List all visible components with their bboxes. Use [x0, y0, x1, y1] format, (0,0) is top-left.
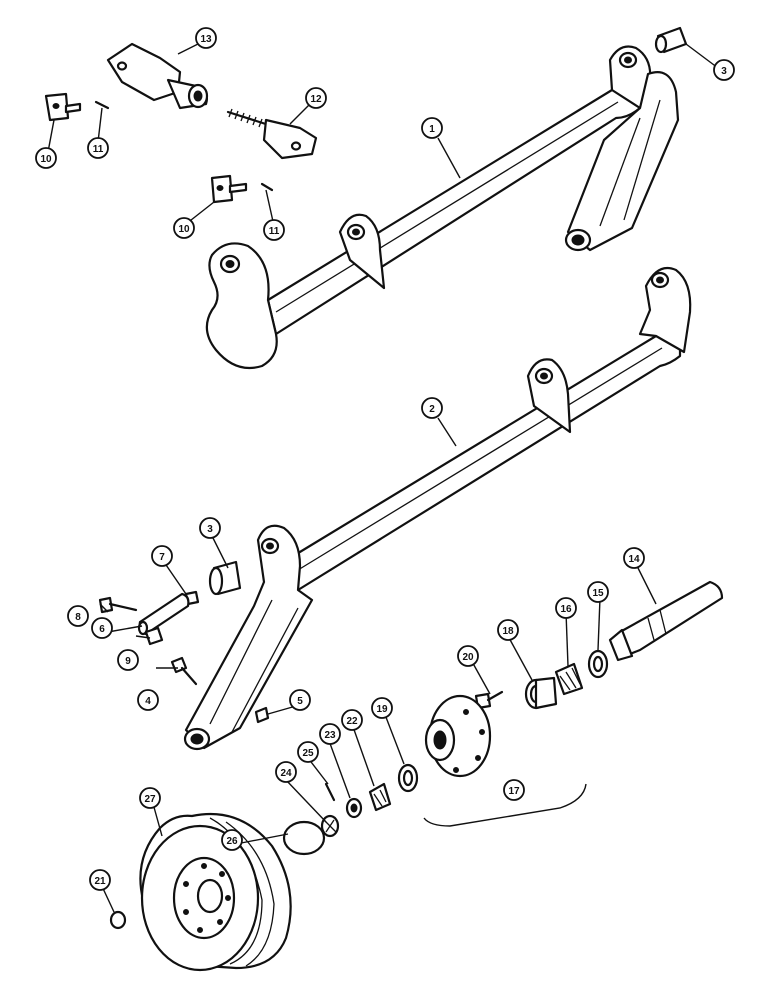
callout-25: 25 [297, 741, 319, 763]
callout-15: 15 [587, 581, 609, 603]
callout-18: 18 [497, 619, 519, 641]
callout-13: 13 [195, 27, 217, 49]
callout-9: 9 [117, 649, 139, 671]
svg-text:3: 3 [721, 66, 727, 77]
svg-text:3: 3 [207, 524, 213, 535]
callout-19: 19 [371, 697, 393, 719]
svg-text:11: 11 [269, 226, 280, 237]
threaded-clevis-part-12 [226, 108, 318, 160]
svg-text:4: 4 [145, 696, 151, 707]
castle-nut-part-24 [320, 814, 340, 838]
svg-text:12: 12 [310, 94, 322, 105]
callout-3-left: 3 [199, 517, 221, 539]
callout-23: 23 [319, 723, 341, 745]
callout-3-top: 3 [713, 59, 735, 81]
callouts: 1 2 3 3 4 5 6 7 8 9 10 10 11 11 12 13 14… [35, 27, 735, 891]
lug-nut-part-21 [109, 910, 127, 930]
callout-17: 17 [503, 779, 525, 801]
bearing-cup-part-19 [397, 763, 419, 793]
svg-text:10: 10 [178, 224, 190, 235]
callout-1: 1 [421, 117, 443, 139]
callout-22: 22 [341, 709, 363, 731]
svg-text:19: 19 [376, 704, 388, 715]
svg-text:9: 9 [125, 656, 131, 667]
callout-20: 20 [457, 645, 479, 667]
svg-text:2: 2 [429, 404, 435, 415]
svg-text:15: 15 [592, 588, 604, 599]
callout-14: 14 [623, 547, 645, 569]
svg-text:25: 25 [302, 748, 314, 759]
bearing-cup-part-18 [524, 676, 558, 710]
svg-text:6: 6 [99, 624, 105, 635]
cotter-pin-part-11 [94, 100, 274, 192]
cotter-pin-part-25 [324, 782, 336, 802]
svg-text:22: 22 [346, 716, 358, 727]
svg-text:24: 24 [280, 768, 292, 779]
svg-text:17: 17 [508, 786, 520, 797]
dust-cap-part-26 [282, 820, 326, 856]
clevis-part-13 [106, 42, 209, 110]
pin-part-6 [137, 592, 190, 636]
svg-text:21: 21 [94, 876, 106, 887]
lower-axle-frame [183, 266, 692, 751]
grease-fitting-part-5 [254, 706, 270, 724]
svg-text:8: 8 [75, 612, 81, 623]
callout-27: 27 [139, 787, 161, 809]
pin-part-10-upper [44, 92, 82, 122]
wheel-rim-part-27 [139, 812, 292, 972]
callout-4: 4 [137, 689, 159, 711]
svg-text:13: 13 [200, 34, 212, 45]
svg-text:26: 26 [226, 836, 238, 847]
callout-11-upper: 11 [87, 137, 109, 159]
spindle-part-14 [608, 580, 724, 662]
upper-axle-frame [205, 45, 680, 370]
bolt-part-8 [98, 596, 138, 614]
svg-text:23: 23 [324, 730, 336, 741]
callout-5: 5 [289, 689, 311, 711]
seal-part-15 [587, 649, 609, 679]
bearing-cone-part-16 [554, 662, 584, 696]
hub-part-17 [424, 694, 492, 778]
svg-text:5: 5 [297, 696, 303, 707]
callout-8: 8 [67, 605, 89, 627]
callout-21: 21 [89, 869, 111, 891]
svg-text:14: 14 [628, 554, 640, 565]
callout-7: 7 [151, 545, 173, 567]
callout-11-lower: 11 [263, 219, 285, 241]
bolt-part-4 [170, 656, 198, 686]
svg-text:20: 20 [462, 652, 474, 663]
svg-text:18: 18 [502, 626, 514, 637]
nut-part-9 [144, 626, 164, 646]
callout-24: 24 [275, 761, 297, 783]
svg-text:16: 16 [560, 604, 572, 615]
callout-12: 12 [305, 87, 327, 109]
svg-text:11: 11 [93, 144, 104, 155]
svg-text:27: 27 [144, 794, 156, 805]
callout-26: 26 [221, 829, 243, 851]
washer-part-23 [345, 797, 363, 819]
bushing-part-3-left [208, 560, 242, 596]
pin-part-10-lower [210, 174, 248, 204]
callout-10-lower: 10 [173, 217, 195, 239]
svg-text:1: 1 [429, 124, 435, 135]
callout-10-upper: 10 [35, 147, 57, 169]
callout-16: 16 [555, 597, 577, 619]
callout-2: 2 [421, 397, 443, 419]
bearing-cone-part-22 [368, 782, 392, 812]
svg-text:10: 10 [40, 154, 52, 165]
bushing-part-3-top [654, 26, 688, 54]
callout-6: 6 [91, 617, 113, 639]
svg-text:7: 7 [159, 552, 165, 563]
